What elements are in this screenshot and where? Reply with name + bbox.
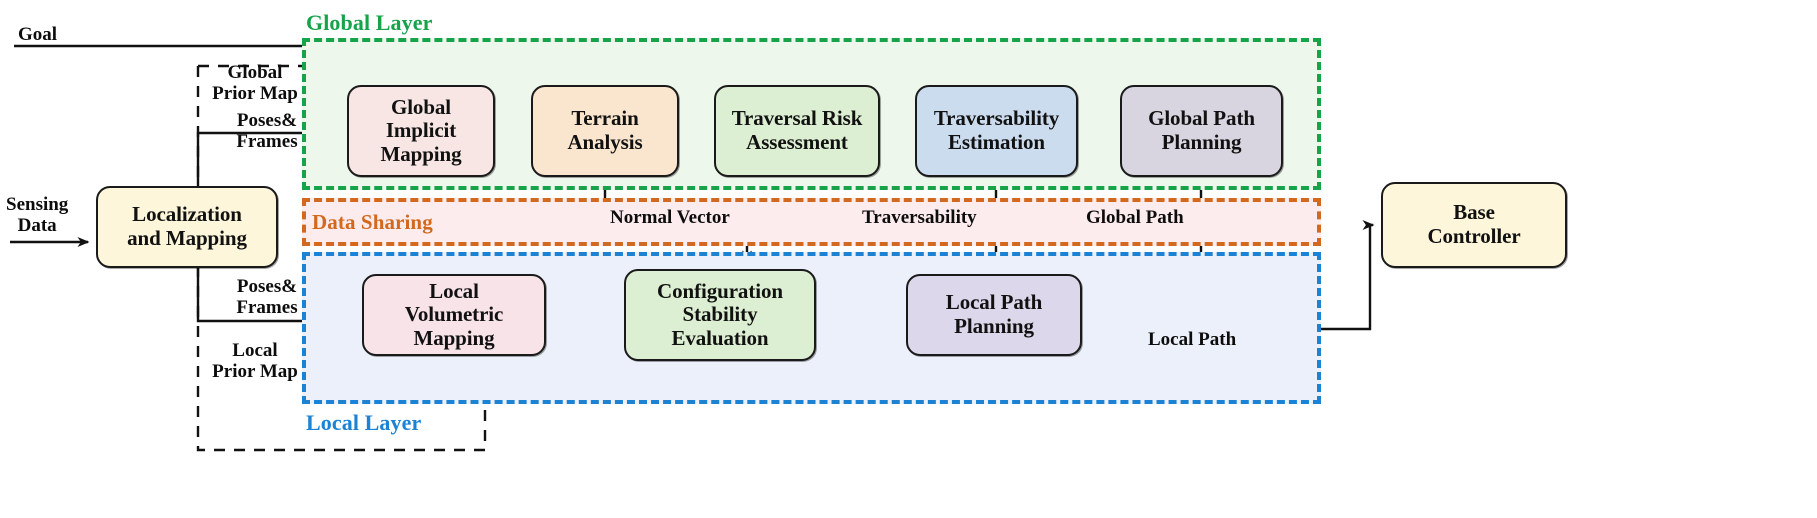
band-data-sharing-label: Data Sharing [312,210,433,234]
edge-prior-map-bus [196,66,490,452]
node-traversability-estimation[interactable]: Traversability Estimation [915,85,1078,177]
node-configuration-stability-evaluation-label: Configuration Stability Evaluation [657,278,783,350]
edge-label-global-path: Global Path [1086,207,1184,228]
node-local-volumetric-mapping[interactable]: Local Volumetric Mapping [362,274,546,356]
node-terrain-analysis-label: Terrain Analysis [567,106,643,154]
edge-label-goal: Goal [18,24,58,45]
node-localization-and-mapping[interactable]: Localization and Mapping [96,186,278,268]
node-global-path-planning-label: Global Path Planning [1148,106,1255,154]
node-local-volumetric-mapping-label: Local Volumetric Mapping [404,278,504,350]
node-configuration-stability-evaluation[interactable]: Configuration Stability Evaluation [624,269,816,361]
node-local-path-planning-label: Local Path Planning [945,290,1043,338]
edge-label-poses-frames-local: Poses& Frames [236,276,298,319]
node-global-implicit-mapping[interactable]: Global Implicit Mapping [347,85,495,177]
node-localization-and-mapping-label: Localization and Mapping [127,202,247,250]
node-local-path-planning[interactable]: Local Path Planning [906,274,1082,356]
edge-label-global-prior-map: Global Prior Map [212,62,298,105]
node-terrain-analysis[interactable]: Terrain Analysis [531,85,679,177]
edge-label-local-path: Local Path [1148,329,1237,350]
node-global-implicit-mapping-label: Global Implicit Mapping [380,94,462,166]
node-traversal-risk-assessment-label: Traversal Risk Assessment [731,106,863,154]
node-traversal-risk-assessment[interactable]: Traversal Risk Assessment [714,85,880,177]
edge-label-normal-vector: Normal Vector [610,207,730,228]
edge-label-local-prior-map: Local Prior Map [212,340,298,383]
band-local-layer-label: Local Layer [306,410,422,435]
edge-label-poses-frames-global: Poses& Frames [236,110,298,153]
node-traversability-estimation-label: Traversability Estimation [933,106,1060,154]
node-base-controller-label: Base Controller [1427,200,1521,248]
node-global-path-planning[interactable]: Global Path Planning [1120,85,1283,177]
edge-label-sensing-data: Sensing Data [6,194,69,237]
edge-label-traversability: Traversability [862,207,977,228]
node-base-controller[interactable]: Base Controller [1381,182,1567,268]
band-global-layer-label: Global Layer [306,10,433,35]
band-data-sharing [302,198,1321,246]
